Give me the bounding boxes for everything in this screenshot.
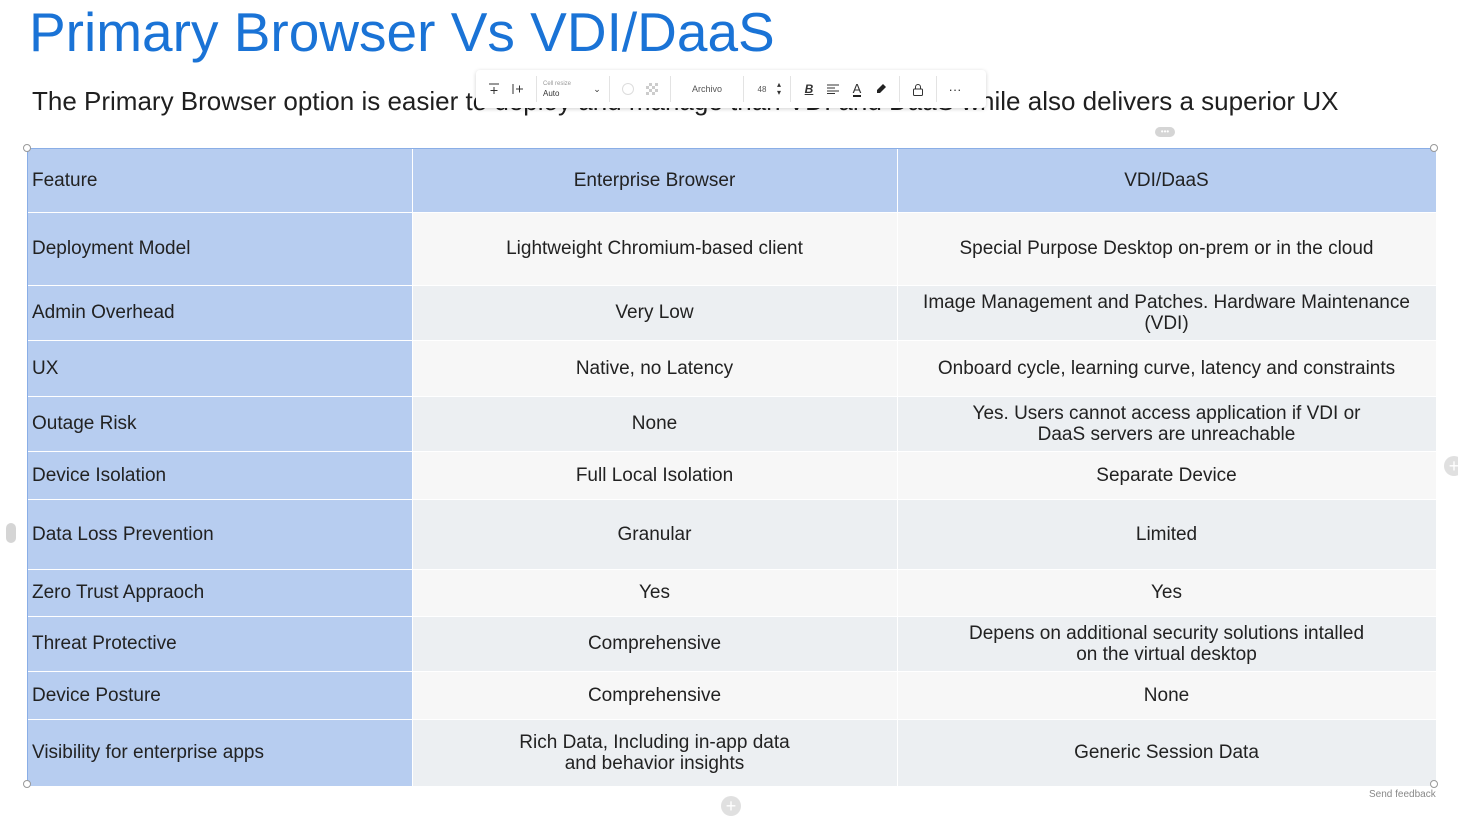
insert-row-icon[interactable]: [482, 76, 506, 102]
cell-resize-select[interactable]: Cell resize Auto: [543, 79, 591, 99]
fill-color-icon[interactable]: [640, 76, 664, 102]
add-row-icon[interactable]: +: [721, 796, 741, 816]
insert-column-icon[interactable]: [506, 76, 530, 102]
toolbar-divider: [743, 76, 744, 102]
comparison-table[interactable]: Feature Enterprise Browser VDI/DaaS Depl…: [27, 148, 1437, 787]
toolbar-divider: [790, 76, 791, 102]
chevron-down-icon[interactable]: ⌄: [593, 83, 601, 94]
vdi-daas-cell[interactable]: Generic Session Data: [897, 719, 1437, 787]
resize-handle-bottom-left[interactable]: [23, 780, 31, 788]
font-size-input[interactable]: 48: [757, 84, 767, 94]
text-color-button[interactable]: A: [845, 76, 869, 102]
vdi-daas-cell[interactable]: Yes: [897, 569, 1437, 617]
border-color-icon[interactable]: [616, 76, 640, 102]
header-cell-feature[interactable]: Feature: [28, 149, 413, 213]
table-row: Visibility for enterprise apps Rich Data…: [28, 719, 1437, 787]
feature-cell[interactable]: Zero Trust Appraoch: [28, 569, 413, 617]
enterprise-browser-cell[interactable]: None: [412, 396, 898, 452]
font-size-stepper-icon[interactable]: ▴▾: [776, 80, 781, 97]
toolbar-divider: [899, 76, 900, 102]
enterprise-browser-cell[interactable]: Native, no Latency: [412, 340, 898, 397]
resize-handle-top-left[interactable]: [23, 144, 31, 152]
enterprise-browser-cell[interactable]: Rich Data, Including in-app data and beh…: [412, 719, 898, 787]
header-cell-vdi-daas[interactable]: VDI/DaaS: [897, 149, 1437, 213]
cell-resize-caption: Cell resize: [543, 81, 572, 87]
enterprise-browser-cell[interactable]: Granular: [412, 499, 898, 570]
table-header-row: Feature Enterprise Browser VDI/DaaS: [28, 149, 1437, 213]
vdi-daas-cell[interactable]: Special Purpose Desktop on-prem or in th…: [897, 212, 1437, 286]
table-row: Outage Risk None Yes. Users cannot acces…: [28, 396, 1437, 452]
enterprise-browser-cell[interactable]: Comprehensive: [412, 671, 898, 720]
table-row: Device Posture Comprehensive None: [28, 671, 1437, 720]
row-drag-handle-icon[interactable]: [6, 523, 16, 543]
vdi-daas-cell[interactable]: Yes. Users cannot access application if …: [897, 396, 1437, 452]
table-row: Threat Protective Comprehensive Depens o…: [28, 616, 1437, 672]
header-cell-enterprise-browser[interactable]: Enterprise Browser: [412, 149, 898, 213]
table-drag-handle-icon[interactable]: •••: [1155, 127, 1175, 137]
table-row: Admin Overhead Very Low Image Management…: [28, 285, 1437, 341]
bold-button[interactable]: B: [804, 82, 814, 96]
enterprise-browser-cell[interactable]: Very Low: [412, 285, 898, 341]
lock-icon[interactable]: [906, 76, 930, 102]
align-left-icon[interactable]: [821, 76, 845, 102]
feature-cell[interactable]: UX: [28, 340, 413, 397]
enterprise-browser-cell[interactable]: Comprehensive: [412, 616, 898, 672]
slide-title[interactable]: Primary Browser Vs VDI/DaaS: [29, 1, 775, 63]
vdi-daas-cell[interactable]: Onboard cycle, learning curve, latency a…: [897, 340, 1437, 397]
enterprise-browser-cell[interactable]: Full Local Isolation: [412, 451, 898, 500]
add-column-icon[interactable]: +: [1444, 456, 1458, 476]
cell-resize-value: Auto: [543, 89, 560, 98]
table-row: Data Loss Prevention Granular Limited: [28, 499, 1437, 570]
vdi-daas-cell[interactable]: Separate Device: [897, 451, 1437, 500]
resize-handle-bottom-right[interactable]: [1430, 780, 1438, 788]
toolbar-divider: [609, 76, 610, 102]
send-feedback-link[interactable]: Send feedback: [1369, 789, 1436, 800]
toolbar-divider: [670, 76, 671, 102]
vdi-daas-cell[interactable]: Image Management and Patches. Hardware M…: [897, 285, 1437, 341]
highlighter-icon[interactable]: [869, 76, 893, 102]
vdi-daas-cell[interactable]: None: [897, 671, 1437, 720]
feature-cell[interactable]: Outage Risk: [28, 396, 413, 452]
table-format-toolbar: Cell resize Auto ⌄ Archivo 48 ▴▾ B A ···: [476, 70, 986, 108]
vdi-daas-cell[interactable]: Depens on additional security solutions …: [897, 616, 1437, 672]
feature-cell[interactable]: Data Loss Prevention: [28, 499, 413, 570]
feature-cell[interactable]: Admin Overhead: [28, 285, 413, 341]
feature-cell[interactable]: Deployment Model: [28, 212, 413, 286]
vdi-daas-cell[interactable]: Limited: [897, 499, 1437, 570]
toolbar-divider: [536, 76, 537, 102]
feature-cell[interactable]: Visibility for enterprise apps: [28, 719, 413, 787]
enterprise-browser-cell[interactable]: Yes: [412, 569, 898, 617]
toolbar-divider: [936, 76, 937, 102]
resize-handle-top-right[interactable]: [1430, 144, 1438, 152]
font-family-select[interactable]: Archivo: [691, 84, 722, 94]
table-row: Zero Trust Appraoch Yes Yes: [28, 569, 1437, 617]
table-row: UX Native, no Latency Onboard cycle, lea…: [28, 340, 1437, 397]
enterprise-browser-cell[interactable]: Lightweight Chromium-based client: [412, 212, 898, 286]
text-color-icon: A: [852, 80, 862, 97]
more-options-icon[interactable]: ···: [948, 81, 962, 97]
feature-cell[interactable]: Device Isolation: [28, 451, 413, 500]
table-row: Deployment Model Lightweight Chromium-ba…: [28, 212, 1437, 286]
table-row: Device Isolation Full Local Isolation Se…: [28, 451, 1437, 500]
feature-cell[interactable]: Device Posture: [28, 671, 413, 720]
feature-cell[interactable]: Threat Protective: [28, 616, 413, 672]
